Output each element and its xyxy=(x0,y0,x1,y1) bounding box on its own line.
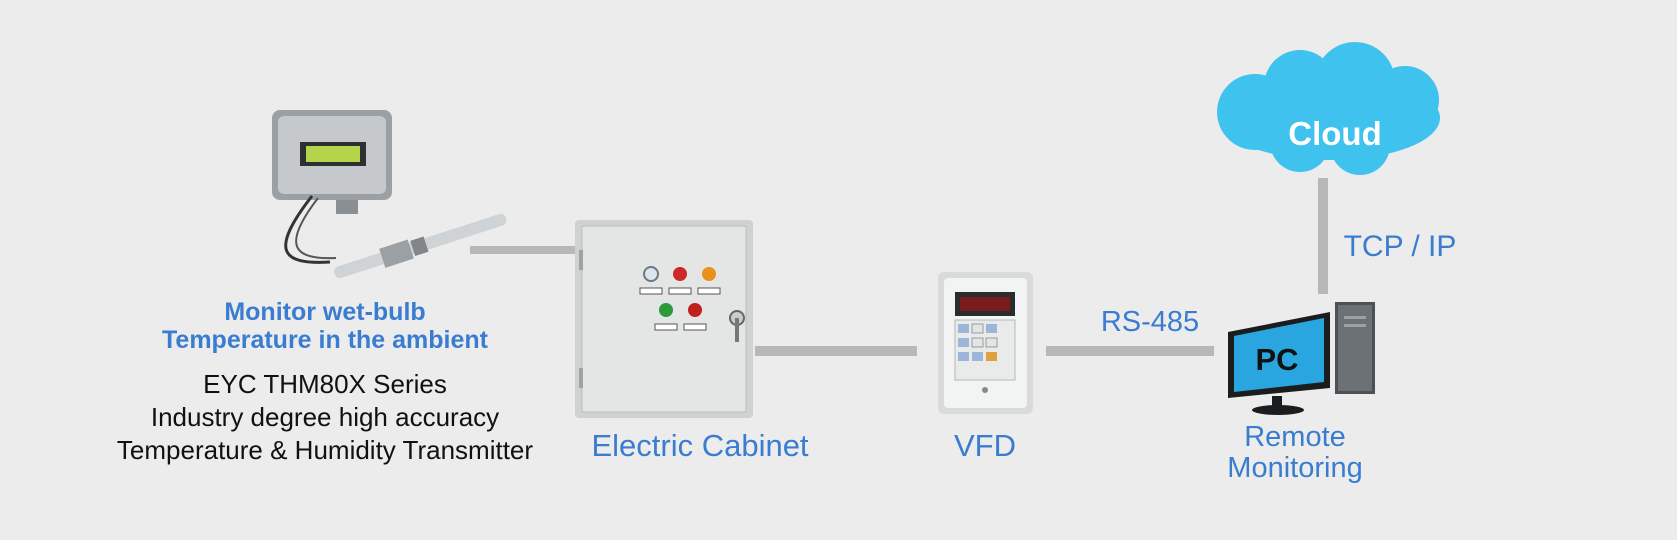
sensor-description: EYC THM80X Series Industry degree high a… xyxy=(100,368,550,467)
vfd-image xyxy=(938,272,1033,414)
vfd-to-pc-line xyxy=(1046,346,1214,356)
sensor-desc-line-3: Temperature & Humidity Transmitter xyxy=(116,435,534,465)
remote-label-line-2: Monitoring xyxy=(1227,452,1363,484)
pc-screen-label: PC xyxy=(1255,342,1299,377)
tcpip-label: TCP / IP xyxy=(1343,230,1457,263)
sensor-title-line-1: Monitor wet-bulb xyxy=(224,298,426,326)
electric-cabinet-label: Electric Cabinet xyxy=(591,428,809,463)
electric-cabinet-image xyxy=(575,220,753,418)
pc-image xyxy=(1228,302,1375,415)
cabinet-to-vfd-line xyxy=(755,346,917,356)
remote-label-line-1: Remote xyxy=(1244,421,1346,453)
sensor-title: Monitor wet-bulb Temperature in the ambi… xyxy=(140,298,510,354)
pc-to-cloud-line xyxy=(1318,178,1328,294)
sensor-desc-line-2: Industry degree high accuracy xyxy=(150,402,500,432)
vfd-label: VFD xyxy=(954,428,1016,463)
cloud-label: Cloud xyxy=(1288,115,1382,152)
sensor-desc-line-1: EYC THM80X Series xyxy=(203,369,447,399)
rs485-label: RS-485 xyxy=(1100,306,1200,338)
sensor-title-line-2: Temperature in the ambient xyxy=(162,326,488,354)
sensor-transmitter-image xyxy=(272,110,507,279)
cloud-shape xyxy=(1217,42,1440,175)
remote-monitoring-label: Remote Monitoring xyxy=(1205,422,1385,484)
